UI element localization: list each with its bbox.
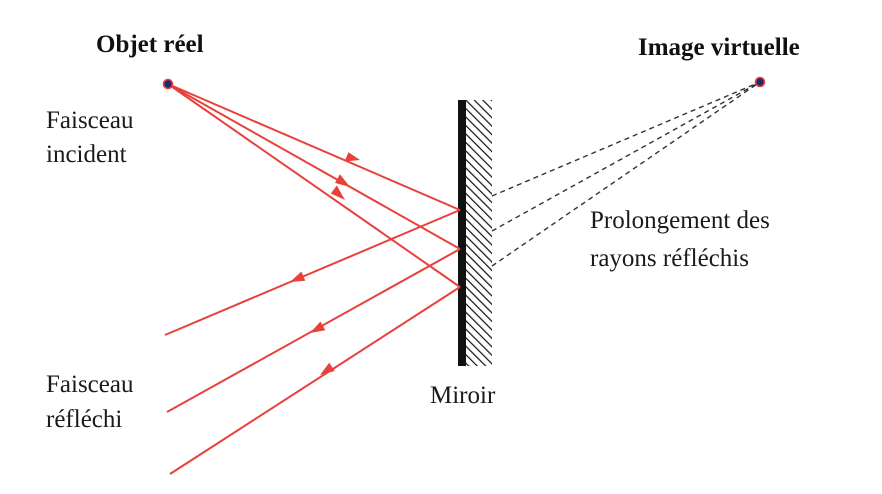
label-prolongement-line2: rayons réfléchis — [590, 245, 749, 272]
extension-line-2 — [491, 81, 761, 232]
extension-line-3 — [491, 81, 761, 267]
reflected-arrowhead-2 — [310, 321, 326, 333]
incident-beam — [167, 83, 461, 288]
reflected-ray-3 — [169, 286, 461, 475]
incident-ray-1 — [167, 83, 461, 211]
incident-ray-3 — [167, 83, 461, 288]
mirror-solid-face — [458, 100, 466, 366]
reflected-arrowhead-3 — [320, 362, 335, 375]
mirror-hatched-back — [466, 100, 492, 366]
label-prolongement-line1: Prolongement des — [590, 207, 770, 234]
virtual-ray-extensions — [491, 81, 761, 267]
label-faisceau-incident-line2: incident — [46, 141, 127, 168]
label-faisceau-reflechi-line2: réfléchi — [46, 406, 122, 433]
incident-arrowhead-2 — [335, 174, 350, 187]
label-faisceau-reflechi-line1: Faisceau — [46, 371, 134, 398]
reflected-arrowheads — [290, 271, 335, 375]
virtual-image-point — [754, 76, 766, 88]
reflected-arrowhead-1 — [290, 271, 306, 282]
incident-arrowheads — [330, 152, 360, 200]
label-miroir: Miroir — [430, 382, 496, 409]
reflected-beam — [164, 209, 461, 475]
label-image-virtuelle: Image virtuelle — [638, 34, 800, 61]
mirror — [458, 100, 492, 366]
incident-arrowhead-1 — [344, 152, 360, 162]
incident-arrowhead-3 — [330, 185, 345, 200]
real-object-point — [162, 78, 174, 90]
label-faisceau-incident-line1: Faisceau — [46, 107, 134, 134]
extension-line-1 — [491, 81, 761, 197]
reflected-ray-1 — [164, 209, 461, 336]
incident-ray-2 — [167, 83, 461, 250]
label-objet-reel: Objet réel — [96, 31, 204, 58]
